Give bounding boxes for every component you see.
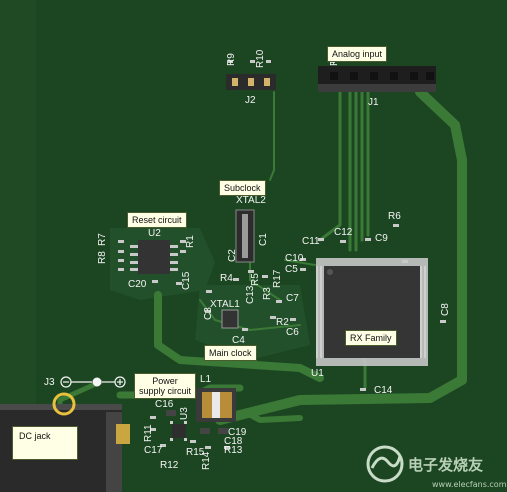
silk-r17: R17 (272, 269, 283, 288)
silk-c17: C17 (144, 445, 163, 456)
u3-regulator (170, 421, 187, 441)
passive-components (118, 60, 446, 449)
silk-u3: U3 (179, 407, 190, 420)
silk-c7: C7 (286, 293, 299, 304)
silk-c5: C5 (285, 264, 298, 275)
callout-subclock: Subclock (219, 180, 266, 196)
j1-header (318, 66, 436, 92)
silk-r1: R1 (185, 235, 196, 248)
callout-rx-family: RX Family (345, 330, 397, 346)
silk-j2: J2 (245, 95, 256, 106)
callout-power-supply: Power supply circuit (134, 373, 197, 399)
silk-u1: U1 (311, 368, 324, 379)
silk-r6: R6 (388, 211, 401, 222)
silk-c8: C8 (440, 303, 451, 316)
silk-l1: L1 (200, 374, 212, 385)
silk-r2: R2 (276, 317, 289, 328)
u2-ic (130, 240, 178, 274)
watermark-brand: 电子发烧友 (408, 456, 484, 474)
xtal1-crystal (221, 309, 239, 329)
silk-c6: C6 (286, 327, 299, 338)
watermark-logo (366, 445, 404, 483)
silk-c12: C12 (334, 227, 353, 238)
silk-c9: C9 (375, 233, 388, 244)
silk-r4: R4 (220, 273, 233, 284)
silk-c15: C15 (181, 271, 192, 290)
silk-r5: R5 (250, 273, 261, 286)
callout-main-clock: Main clock (204, 345, 257, 361)
silk-c1: C1 (258, 233, 269, 246)
silk-r14: R14 (201, 451, 212, 470)
silk-r12: R12 (160, 460, 179, 471)
silk-xtal2: XTAL2 (236, 195, 266, 206)
silk-c16: C16 (155, 399, 174, 410)
silk-c4: C4 (232, 335, 245, 346)
silk-c20: C20 (128, 279, 147, 290)
j2-header (226, 74, 276, 90)
silk-r8: R8 (97, 251, 108, 264)
silk-u2: U2 (148, 228, 161, 239)
silk-r7: R7 (97, 233, 108, 246)
silk-r9: R9 (226, 53, 237, 66)
silk-r15: R15 (186, 447, 205, 458)
silk-r3: R3 (262, 287, 273, 300)
silk-xtal1: XTAL1 (210, 299, 240, 310)
silk-j3: J3 (44, 377, 55, 388)
silk-c3: C3 (203, 307, 214, 320)
callout-analog-input: Analog input (327, 46, 388, 62)
silk-c13: C13 (245, 285, 256, 304)
j3-polarity-symbol (60, 376, 126, 388)
silk-r11: R11 (143, 424, 154, 442)
watermark-url: www.elecfans.com (432, 480, 507, 489)
silk-c11: C11 (302, 236, 320, 247)
silk-c14: C14 (374, 385, 393, 396)
silk-c10: C10 (285, 253, 304, 264)
silk-j1: J1 (368, 97, 379, 108)
callout-reset-circuit: Reset circuit (127, 212, 187, 228)
silk-c18: C18 (224, 436, 243, 447)
silk-r10: R10 (255, 49, 266, 68)
l1-inductor (196, 388, 236, 422)
xtal2-crystal (235, 209, 255, 263)
silk-r13: R13 (224, 445, 243, 456)
callout-dc-jack: DC jack (12, 426, 78, 460)
silk-c19: C19 (228, 427, 247, 438)
silk-c2: C2 (227, 249, 238, 262)
u1-mcu (316, 258, 428, 366)
